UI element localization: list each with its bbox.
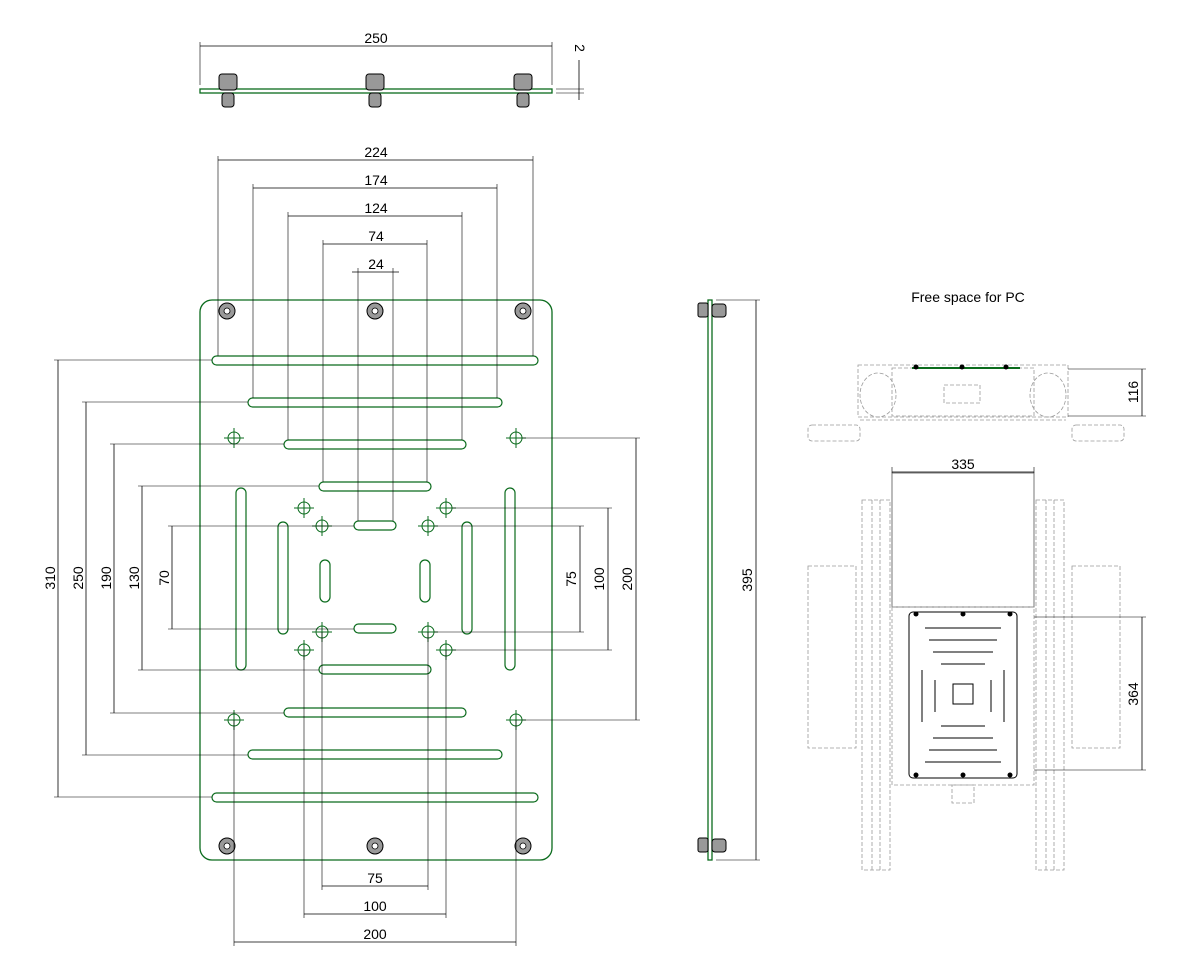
bottom-width-dimensions: 75 100 200 — [233, 632, 517, 946]
slot-250-bottom — [247, 749, 503, 760]
vesa-hole-icon — [224, 428, 244, 448]
dim-174: 174 — [364, 172, 388, 188]
dim-250: 250 — [70, 566, 86, 590]
dim-310: 310 — [42, 566, 58, 590]
standoff-bolt-icon — [366, 837, 384, 855]
slot-70-top — [353, 520, 397, 531]
vslot-right-mid — [461, 521, 473, 635]
dim-190: 190 — [98, 566, 114, 590]
slot-190 — [283, 439, 467, 450]
slot-130 — [318, 481, 432, 492]
standoff-icon — [218, 73, 238, 108]
standoff-icon — [513, 73, 533, 108]
slot-70-bottom — [353, 623, 397, 634]
standoff-bolt-icon — [514, 837, 532, 855]
slot-310-bottom — [211, 792, 539, 803]
standoff-bolt-icon — [218, 837, 236, 855]
vslot-left-outer — [235, 487, 247, 671]
dim-100-right: 100 — [591, 567, 607, 591]
dim-395: 395 — [739, 568, 755, 592]
front-plate-view — [199, 299, 553, 861]
standoff-bolt-icon — [218, 302, 236, 320]
dim-70: 70 — [156, 570, 172, 586]
mounting-plate — [199, 299, 553, 861]
standoff-bolt-icon — [366, 302, 384, 320]
right-height-dimensions: 75 100 200 — [434, 437, 640, 721]
dim-124: 124 — [364, 200, 388, 216]
dim-75-bottom: 75 — [367, 870, 383, 886]
dim-116: 116 — [1125, 381, 1141, 404]
dim-74: 74 — [368, 228, 384, 244]
dim-200-right: 200 — [619, 567, 635, 591]
left-height-dimensions: 310 250 190 130 70 — [42, 359, 354, 798]
dim-24: 24 — [368, 256, 384, 272]
vslot-right-inner — [419, 559, 431, 603]
side-view: 395 — [697, 299, 760, 861]
top-width-dimensions: 224 174 124 74 24 — [217, 144, 534, 521]
standoff-bolt-icon — [514, 302, 532, 320]
dim-200-bottom: 200 — [363, 926, 387, 942]
dim-top-width: 250 — [364, 30, 388, 46]
standoff-icon — [697, 302, 727, 318]
dim-100-bottom: 100 — [363, 898, 387, 914]
pc-top-view: 116 — [807, 364, 1146, 442]
standoff-icon — [697, 837, 727, 853]
dim-364: 364 — [1125, 682, 1141, 706]
dim-130: 130 — [126, 566, 142, 590]
slot-190-bottom — [283, 707, 467, 718]
plate-outline — [908, 611, 1018, 779]
vslot-left-mid — [277, 521, 289, 635]
dim-335: 335 — [951, 456, 975, 472]
slot-250 — [247, 397, 503, 408]
pc-front-view: 335 364 — [807, 456, 1146, 871]
dim-224: 224 — [364, 144, 388, 160]
vslot-left-inner — [319, 559, 331, 603]
vesa-hole-icon — [294, 498, 314, 518]
plate-side-edge — [707, 299, 713, 861]
slot-130-bottom — [318, 664, 432, 675]
vslot-right-outer — [504, 487, 516, 671]
top-edge-view: 250 2 — [199, 30, 588, 108]
standoff-icon — [365, 73, 385, 108]
dim-top-thickness: 2 — [572, 44, 588, 52]
dim-75-right: 75 — [563, 571, 579, 587]
slot-310 — [211, 355, 539, 366]
free-space-label: Free space for PC — [911, 289, 1025, 305]
